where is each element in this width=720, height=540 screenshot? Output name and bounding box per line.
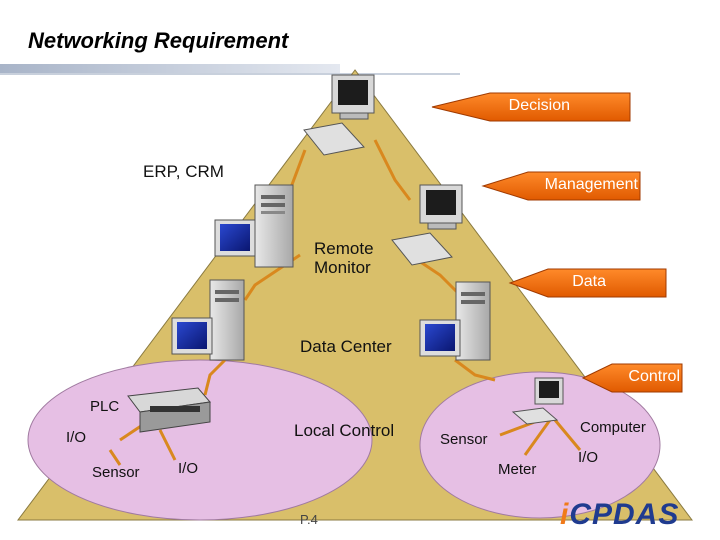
sensor-right-label: Sensor [440, 431, 488, 448]
io-right-label: I/O [578, 449, 599, 466]
logo-rest: CPDAS [569, 498, 680, 531]
data-center-label: Data Center [300, 337, 392, 356]
control-arrow [581, 363, 683, 393]
erp-crm-label: ERP, CRM [143, 162, 224, 181]
title-underline [0, 64, 340, 73]
decision-arrow [431, 92, 631, 122]
management-arrow [481, 171, 641, 201]
level-arrows [431, 92, 683, 393]
meter-label: Meter [498, 461, 537, 478]
sensor-left-label: Sensor [92, 464, 140, 481]
data-arrow [508, 268, 667, 298]
server-tower-icon [209, 279, 245, 361]
page-number: P.4 [300, 512, 318, 527]
decision-arrow-label: Decision [508, 97, 570, 114]
computer-label: Computer [580, 419, 646, 436]
control-arrow-label: Control [628, 368, 680, 385]
company-logo: iCPDAS [560, 498, 679, 532]
data-arrow-label: Data [572, 273, 606, 290]
pc-icon [391, 184, 463, 266]
pc-icon [303, 74, 375, 156]
monitor-icon [214, 219, 256, 257]
page-title: Networking Requirement [28, 28, 289, 53]
logo-i: i [560, 498, 570, 531]
io-left-bottom-label: I/O [178, 460, 199, 477]
plc-label: PLC [90, 398, 120, 415]
monitor-icon [171, 317, 213, 355]
pc-icon [511, 377, 564, 425]
left-field-ellipse [27, 359, 373, 521]
management-arrow-label: Management [544, 176, 638, 193]
remote-monitor-label: Remote Monitor [314, 239, 374, 277]
server-tower-icon [254, 184, 294, 268]
right-field-ellipse [419, 371, 661, 519]
monitor-icon [419, 319, 461, 357]
plc-device-icon [127, 387, 211, 433]
io-left-label: I/O [66, 429, 87, 446]
title-underline-thin [0, 73, 460, 75]
server-tower-icon [455, 281, 491, 361]
local-control-label: Local Control [294, 421, 395, 440]
